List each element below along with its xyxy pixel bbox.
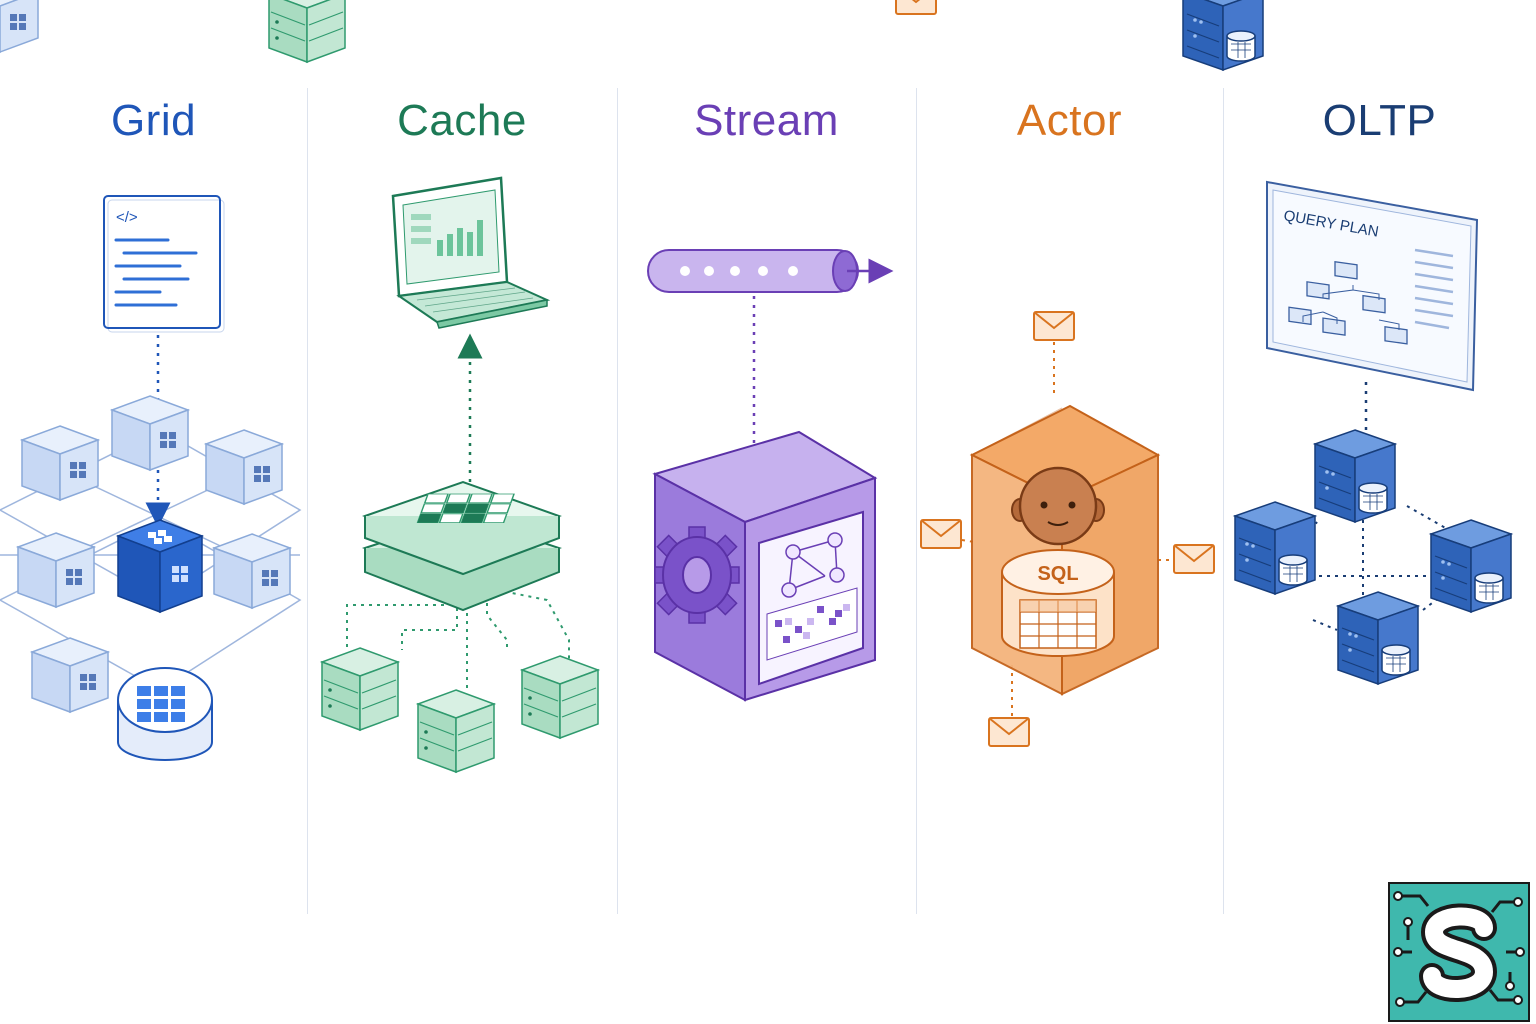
code-glyph: </>: [116, 209, 138, 226]
cache-node-server: [521, 655, 599, 739]
stream-illustration: [647, 249, 894, 702]
grid-database-icon: [117, 667, 213, 761]
actor-avatar-icon: [1011, 466, 1105, 546]
actor-illustration: SQL: [895, 0, 1215, 747]
oltp-server-node: [1430, 519, 1512, 613]
cache-illustration: [268, 0, 599, 773]
panel-oltp: OLTP QUERY PLAN: [1182, 0, 1536, 1024]
panel-title-oltp: OLTP: [1322, 96, 1437, 145]
message-envelope-icon: [1173, 544, 1215, 574]
grid-node-cube: [111, 395, 189, 471]
grid-node-cube: [213, 533, 291, 609]
divider-3: [916, 88, 917, 914]
cache-server-stack: [361, 480, 562, 612]
grid-active-node-cube: [115, 519, 205, 614]
divider-1: [307, 88, 308, 914]
cache-node-server: [321, 647, 399, 731]
grid-node-cube: [31, 637, 109, 713]
message-envelope-icon: [988, 717, 1030, 747]
stream-pipe-icon: [647, 249, 894, 293]
oltp-illustration: QUERY PLAN: [1182, 0, 1512, 685]
panel-title-grid: Grid: [110, 96, 197, 145]
sql-label: SQL: [1037, 563, 1078, 585]
laptop-icon: [391, 176, 551, 329]
plan-node: [1334, 260, 1358, 280]
grid-illustration: </>: [0, 0, 302, 761]
panel-title-actor: Actor: [1016, 96, 1123, 145]
message-envelope-icon: [1033, 311, 1075, 341]
cache-node-server: [417, 689, 495, 773]
panel-cache: Cache: [268, 0, 617, 1024]
gear-icon: [654, 526, 740, 624]
grid-node-cube: [21, 425, 99, 501]
query-plan-screen: QUERY PLAN: [1266, 180, 1479, 392]
panel-actor: Actor: [895, 0, 1223, 1024]
panel-title-stream: Stream: [694, 96, 839, 145]
panel-stream: Stream: [617, 0, 916, 1024]
panel-grid: Grid </>: [0, 0, 307, 1024]
grid-node-cube: [17, 532, 95, 608]
actor-sql-database: SQL: [1001, 549, 1115, 657]
oltp-server-node: [1234, 501, 1316, 595]
cache-fanout-lines: [346, 589, 570, 690]
code-document-icon: </>: [103, 195, 225, 333]
dataflow-graph-panel: [758, 510, 864, 686]
logo-icon: S: [1388, 882, 1530, 1022]
oltp-server-node: [1337, 591, 1419, 685]
divider-2: [617, 88, 618, 914]
message-envelope-icon: [920, 519, 962, 549]
panel-title-cache: Cache: [397, 96, 527, 145]
divider-4: [1223, 88, 1224, 914]
oltp-server-node: [1314, 429, 1396, 523]
grid-node-cube: [205, 429, 283, 505]
